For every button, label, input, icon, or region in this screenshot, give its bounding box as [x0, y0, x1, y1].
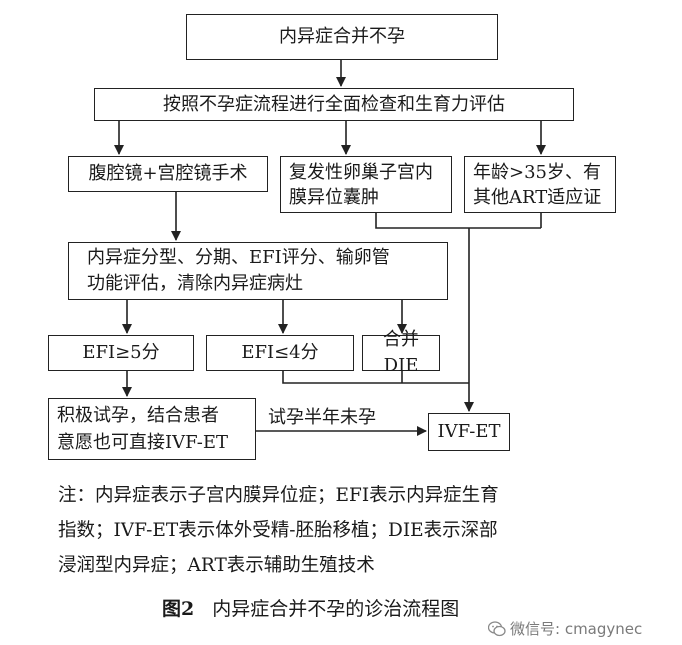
watermark: 微信号: cmagynec — [488, 618, 642, 639]
watermark-text: 微信号: cmagynec — [510, 620, 643, 638]
caption-title: 内异症合并不孕的诊治流程图 — [212, 598, 460, 620]
node-label-line2: 膜异位囊肿 — [289, 186, 379, 208]
node-recurrent-ovarian-cyst: 复发性卵巢子宫内 膜异位囊肿 — [280, 156, 452, 213]
node-label-line1: 年龄>35岁、有 — [473, 161, 601, 183]
node-ivf-et: IVF-ET — [428, 413, 510, 451]
node-label: EFI≤4分 — [241, 342, 319, 363]
node-label: IVF-ET — [437, 421, 501, 442]
node-efi-high: EFI≥5分 — [48, 335, 194, 371]
figure-note: 注：内异症表示子宫内膜异位症；EFI表示内异症生育 指数；IVF-ET表示体外受… — [58, 478, 658, 583]
node-laparoscopy-hysteroscopy: 腹腔镜+宫腔镜手术 — [68, 156, 268, 192]
node-label-line2: 功能评估，清除内异症病灶 — [87, 273, 303, 294]
node-label-line2: 意愿也可直接IVF-ET — [57, 432, 229, 453]
note-line: 浸润型内异症；ART表示辅助生殖技术 — [58, 555, 375, 576]
node-label-line1: 复发性卵巢子宫内 — [289, 161, 433, 183]
caption-label: 图2 — [162, 598, 195, 620]
node-die: 合并DIE — [362, 329, 440, 376]
node-classification-efi: 内异症分型、分期、EFI评分、输卵管 功能评估，清除内异症病灶 — [68, 242, 448, 300]
node-label: 内异症合并不孕 — [279, 26, 405, 47]
node-endometriosis-infertility: 内异症合并不孕 — [186, 14, 498, 60]
node-active-conception: 积极试孕，结合患者 意愿也可直接IVF-ET — [48, 398, 256, 460]
node-age-art-indication: 年龄>35岁、有 其他ART适应证 — [464, 156, 616, 213]
node-label-line1: 积极试孕，结合患者 — [57, 405, 219, 426]
node-efi-low: EFI≤4分 — [206, 335, 354, 371]
note-line: 指数；IVF-ET表示体外受精-胚胎移植；DIE表示深部 — [58, 520, 498, 541]
node-full-evaluation: 按照不孕症流程进行全面检查和生育力评估 — [94, 88, 574, 121]
node-label: 按照不孕症流程进行全面检查和生育力评估 — [163, 93, 505, 115]
node-label: 合并DIE — [383, 329, 419, 376]
edge-label-no-pregnancy: 试孕半年未孕 — [268, 407, 376, 428]
node-label: 腹腔镜+宫腔镜手术 — [88, 163, 248, 184]
node-label-line2: 其他ART适应证 — [473, 186, 602, 208]
node-label: EFI≥5分 — [82, 342, 160, 363]
node-label-line1: 内异症分型、分期、EFI评分、输卵管 — [87, 247, 390, 268]
wechat-icon — [488, 620, 506, 636]
note-line: 注：内异症表示子宫内膜异位症；EFI表示内异症生育 — [58, 485, 499, 506]
figure-caption: 图2 内异症合并不孕的诊治流程图 — [162, 594, 459, 621]
